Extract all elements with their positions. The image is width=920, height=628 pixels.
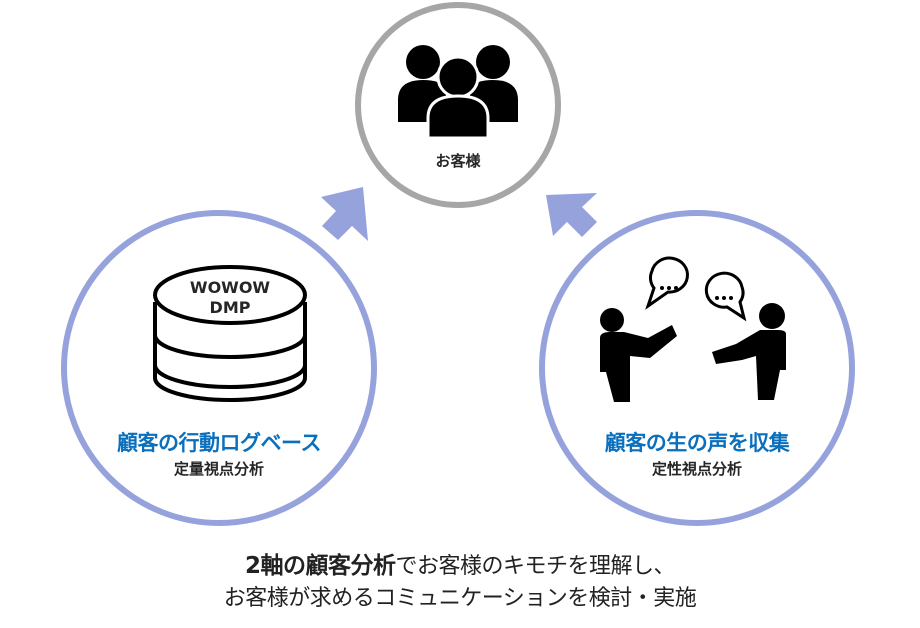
database-icon	[153, 265, 307, 402]
center-label: お客様	[435, 152, 481, 170]
caption-rest: でお客様のキモチを理解し、	[395, 554, 676, 579]
right-subtitle: 定性視点分析	[651, 460, 742, 478]
people-group-icon	[398, 45, 518, 140]
left-title: 顧客の行動ログベース	[117, 431, 321, 455]
database-label: WOWOW DMP	[180, 278, 280, 318]
left-subtitle: 定量視点分析	[173, 460, 264, 478]
right-circle	[539, 210, 855, 526]
caption-bold: 2軸の顧客分析	[244, 553, 396, 579]
arrow-up-left-icon	[546, 193, 597, 237]
database-label-line1: WOWOW	[189, 278, 271, 297]
right-title: 顧客の生の声を収集	[604, 431, 790, 455]
arrow-up-right-icon	[321, 187, 368, 241]
caption-line1: 2軸の顧客分析でお客様のキモチを理解し、	[160, 546, 760, 580]
conversation-icon	[600, 256, 786, 402]
caption-line2: お客様が求めるコミュニケーションを検討・実施	[223, 586, 697, 611]
database-label-line2: DMP	[209, 298, 251, 317]
